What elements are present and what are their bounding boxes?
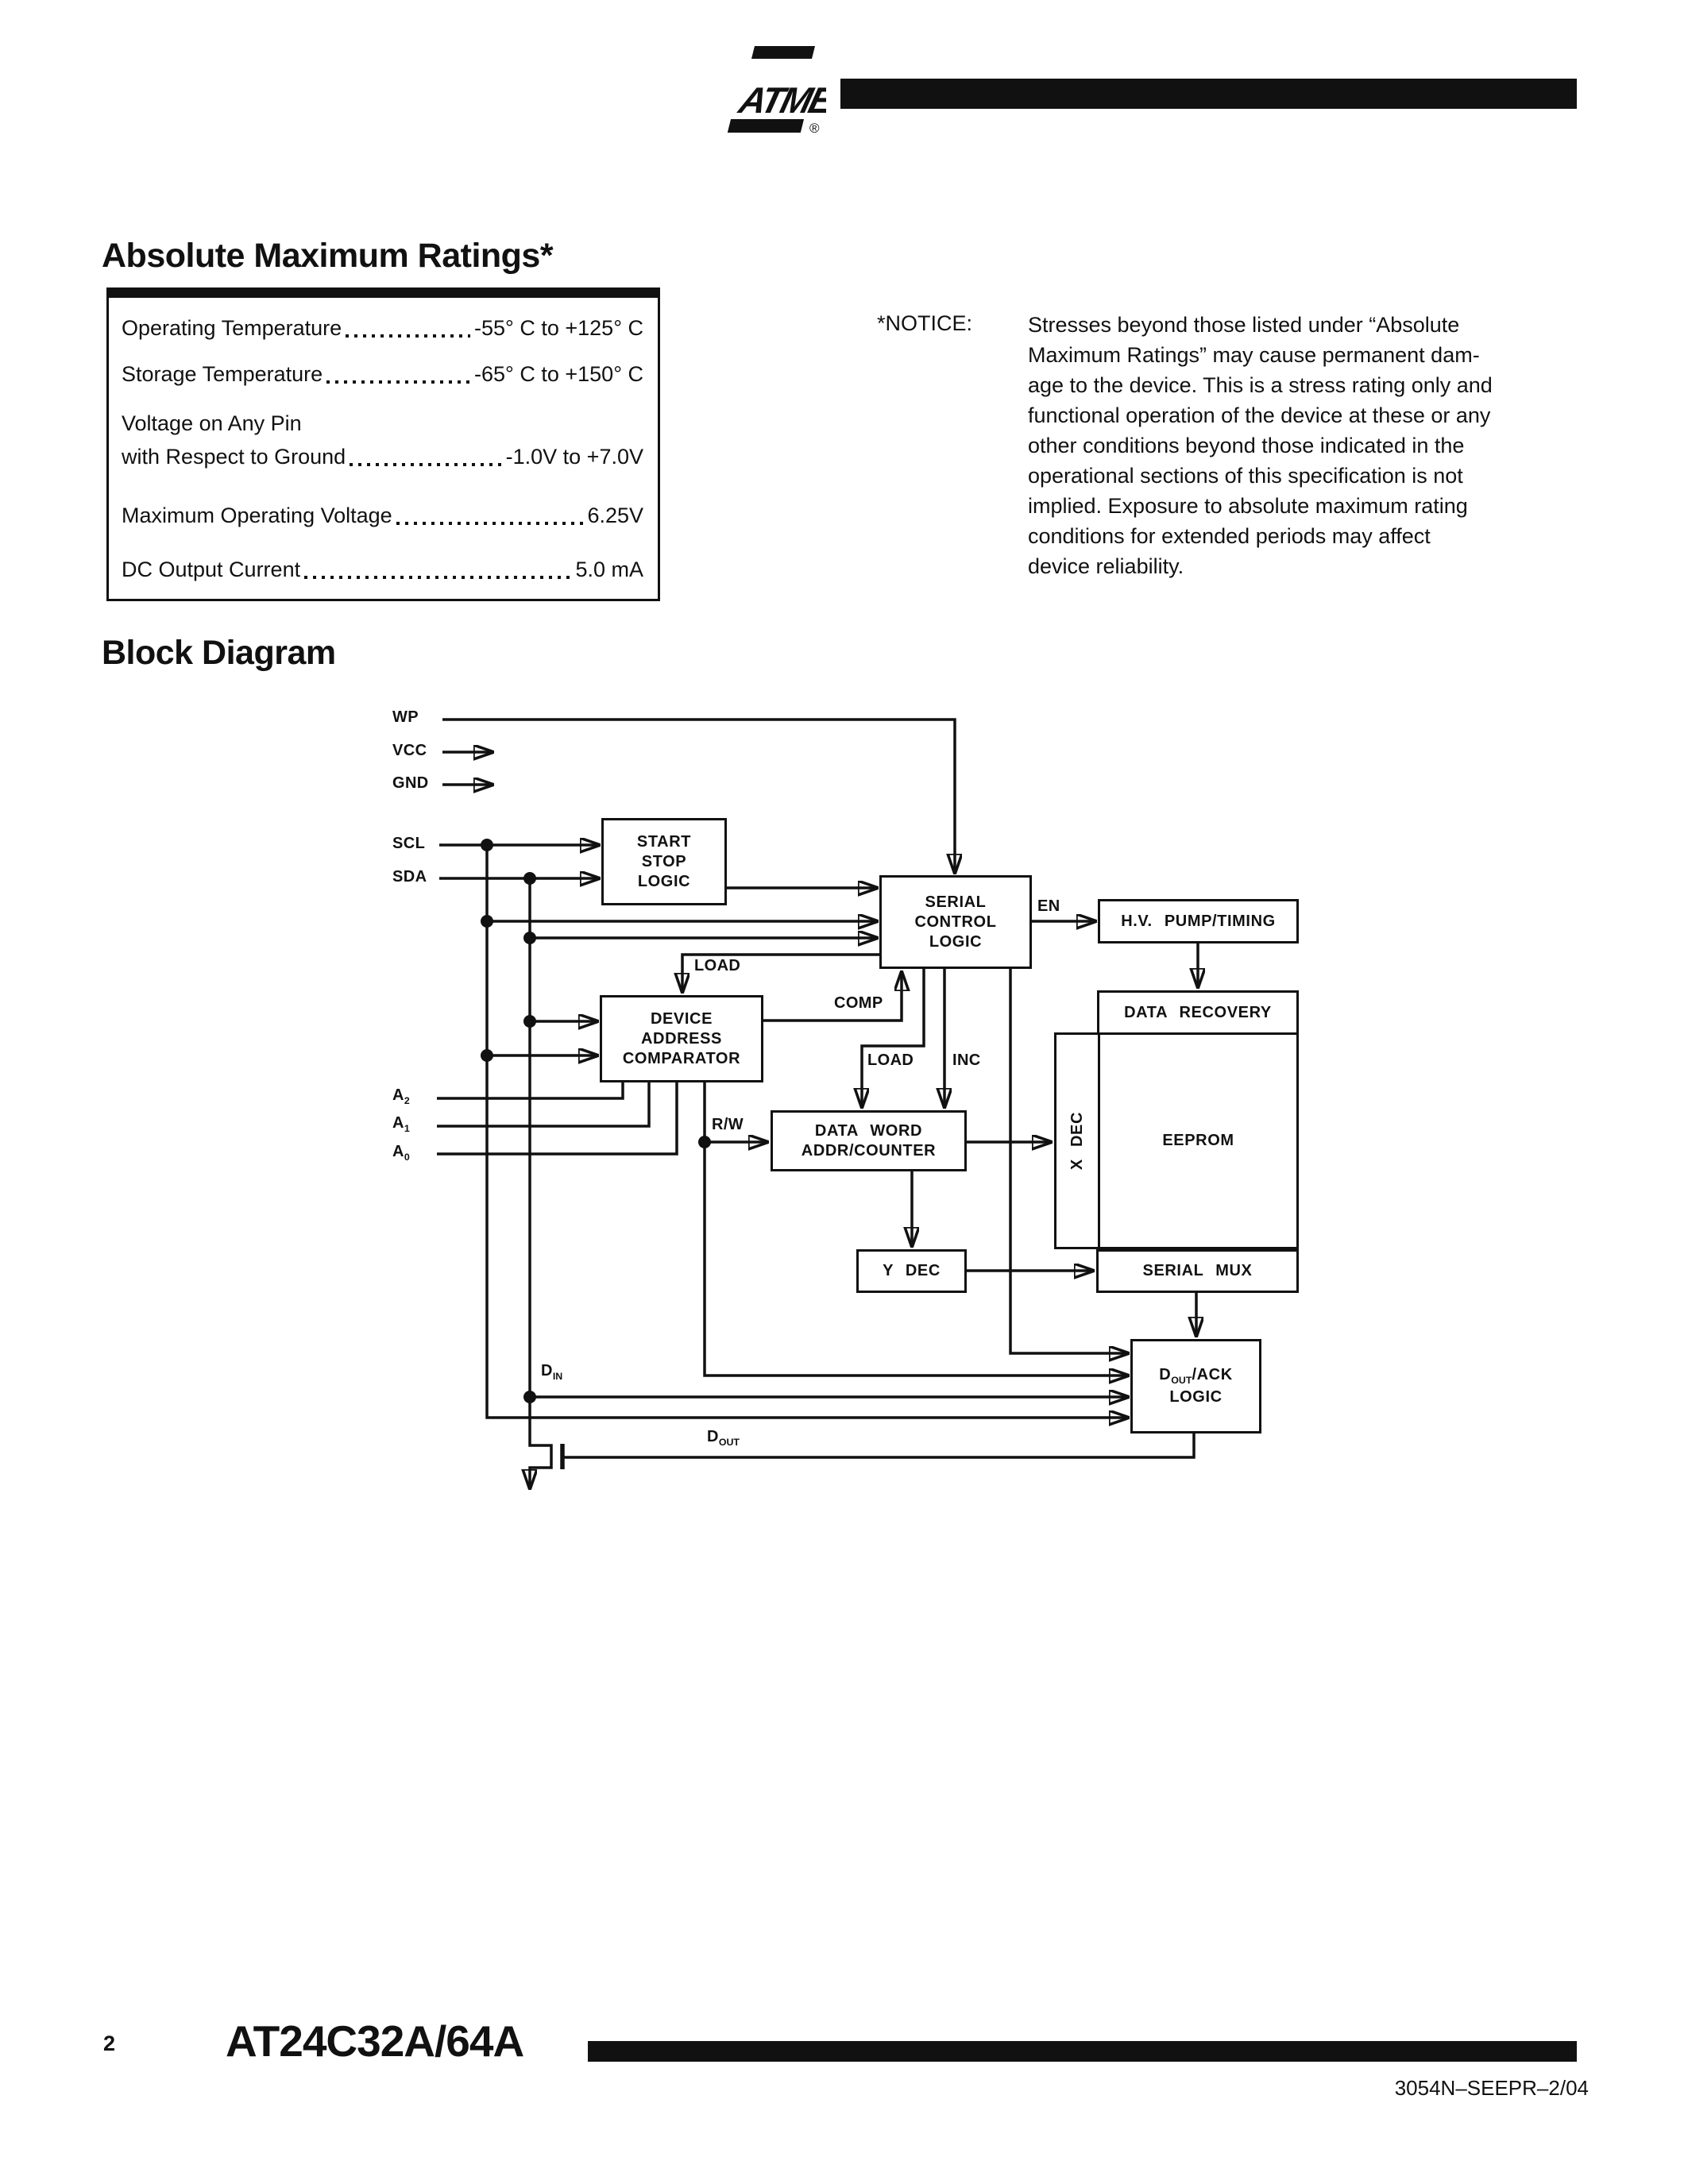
signal-vcc: VCC xyxy=(392,742,427,759)
rating-value: -1.0V to +7.0V xyxy=(505,445,643,469)
serial-to-doutack-line xyxy=(1009,969,1128,1353)
rating-row: Operating Temperature -55° C to +125° C xyxy=(122,311,643,345)
rating-row: Storage Temperature -65° C to +150° C xyxy=(122,357,643,391)
rating-value: -65° C to +150° C xyxy=(474,362,643,386)
rating-label: Maximum Operating Voltage xyxy=(122,504,392,527)
junction-dot xyxy=(481,839,493,851)
sda-bus-transistor-line xyxy=(530,878,553,1488)
junction-dot xyxy=(698,1136,711,1148)
ratings-title: Absolute Maximum Ratings* xyxy=(102,237,554,275)
block-serial-mux: SERIAL MUX xyxy=(1096,1249,1299,1293)
block-data-word-addr-counter: DATA WORD ADDR/COUNTER xyxy=(771,1110,967,1171)
header-rule xyxy=(840,79,1577,109)
dout-line xyxy=(564,1433,1196,1459)
signal-din: DIN xyxy=(541,1362,563,1382)
logo-bottom-bar xyxy=(728,119,805,133)
a2-line xyxy=(437,1082,624,1100)
signal-sda: SDA xyxy=(392,868,427,886)
logo-wordmark: ATMEL xyxy=(735,80,826,121)
rating-row: Voltage on Any Pin with Respect to Groun… xyxy=(122,407,643,473)
load-comparator-line xyxy=(682,953,879,992)
ratings-table: Operating Temperature -55° C to +125° C … xyxy=(106,287,660,601)
block-label: DATA RECOVERY xyxy=(1124,1003,1272,1021)
junction-dot xyxy=(481,1049,493,1062)
page-number: 2 xyxy=(103,2032,116,2055)
registered-mark-icon: ® xyxy=(809,121,820,135)
wire-label-load-lower: LOAD xyxy=(867,1051,914,1069)
rating-label: Operating Temperature xyxy=(122,316,342,340)
dot-leader xyxy=(350,463,502,466)
footer-rule xyxy=(588,2041,1577,2062)
rating-row: DC Output Current 5.0 mA xyxy=(122,553,643,586)
signal-a0: A0 xyxy=(392,1143,410,1163)
block-label: H.V. PUMP/TIMING xyxy=(1121,912,1276,930)
block-y-dec: Y DEC xyxy=(856,1249,967,1293)
rating-label: DC Output Current xyxy=(122,558,301,581)
block-label: Y DEC xyxy=(883,1262,941,1279)
load-counter-line xyxy=(862,969,925,1107)
wire-label-en: EN xyxy=(1037,897,1060,915)
rating-label: Voltage on Any Pin with Respect to Groun… xyxy=(122,411,346,469)
block-x-dec: X DEC xyxy=(1054,1032,1100,1249)
wire-label-rw: R/W xyxy=(712,1116,744,1133)
scl-bus-line xyxy=(485,845,1128,1418)
block-serial-control-logic: SERIAL CONTROL LOGIC xyxy=(879,875,1032,969)
footer-title: AT24C32A/64A xyxy=(226,2016,524,2066)
dot-leader xyxy=(326,380,471,384)
a1-line xyxy=(437,1082,651,1128)
wire-label-comp: COMP xyxy=(834,994,883,1012)
junction-dot xyxy=(523,1391,536,1403)
a0-line xyxy=(437,1082,678,1156)
signal-wp: WP xyxy=(392,708,419,726)
junction-dot xyxy=(523,932,536,944)
notice-body: Stresses beyond those listed under “Abso… xyxy=(1028,313,1493,578)
comp-line xyxy=(763,972,902,1022)
rating-value: 5.0 mA xyxy=(575,558,643,581)
block-label: SERIAL MUX xyxy=(1142,1262,1253,1279)
rating-label: Storage Temperature xyxy=(122,362,323,386)
block-label: START STOP LOGIC xyxy=(636,832,692,890)
block-label: X DEC xyxy=(1068,1111,1086,1171)
wp-line xyxy=(442,718,955,873)
signal-gnd: GND xyxy=(392,774,429,792)
rating-row: Maximum Operating Voltage 6.25V xyxy=(122,499,643,532)
block-data-recovery: DATA RECOVERY xyxy=(1097,990,1299,1035)
block-label: SERIAL CONTROL LOGIC xyxy=(914,893,997,951)
notice-label: *NOTICE: xyxy=(877,311,973,335)
rating-value: -55° C to +125° C xyxy=(474,316,643,340)
junction-dot xyxy=(481,915,493,928)
logo-top-bar xyxy=(751,46,815,59)
signal-dout: DOUT xyxy=(707,1428,740,1448)
rw-bus-line xyxy=(703,1082,1128,1376)
junction-dot xyxy=(523,1015,536,1028)
doc-code: 3054N–SEEPR–2/04 xyxy=(1394,2076,1589,2100)
block-label: DATA WORD ADDR/COUNTER xyxy=(801,1121,937,1160)
dot-leader xyxy=(396,522,584,525)
atmel-logo: ATMEL ® xyxy=(728,46,826,135)
block-eeprom: EEPROM xyxy=(1098,1032,1299,1249)
signal-a1: A1 xyxy=(392,1114,410,1134)
dot-leader xyxy=(304,576,572,579)
block-diagram-title: Block Diagram xyxy=(102,634,336,672)
block-device-address-comparator: DEVICE ADDRESS COMPARATOR xyxy=(600,995,763,1082)
wire-label-load-upper: LOAD xyxy=(694,957,741,974)
signal-scl: SCL xyxy=(392,835,426,852)
block-label: DEVICE ADDRESS COMPARATOR xyxy=(622,1009,741,1067)
block-label: EEPROM xyxy=(1162,1132,1234,1149)
block-start-stop-logic: START STOP LOGIC xyxy=(601,818,727,905)
wire-label-inc: INC xyxy=(952,1051,981,1069)
block-hv-pump-timing: H.V. PUMP/TIMING xyxy=(1098,899,1299,943)
dot-leader xyxy=(346,334,471,338)
signal-a2: A2 xyxy=(392,1086,410,1106)
rating-value: 6.25V xyxy=(587,504,643,527)
junction-dot xyxy=(523,872,536,885)
